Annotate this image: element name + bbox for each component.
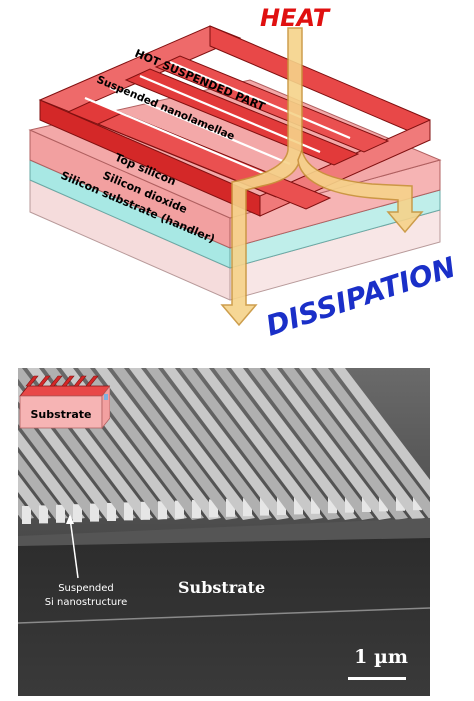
nanobeam-end: [22, 506, 31, 524]
nanobeam-end: [56, 504, 65, 523]
nanobeam-end: [107, 503, 116, 521]
nanobeam: [265, 368, 391, 520]
nanobeam-end: [277, 497, 286, 515]
nanobeam: [18, 452, 68, 520]
nanobeam-end: [175, 500, 184, 519]
nanobeam: [282, 368, 408, 520]
inset-substrate-label: Substrate: [31, 408, 92, 421]
nanobeam: [197, 368, 323, 520]
nanobeam: [316, 368, 430, 520]
nanobeam: [129, 368, 255, 520]
nanobeam: [18, 429, 85, 520]
nanobeam: [231, 368, 357, 520]
nanobeam-end: [39, 505, 48, 524]
suspended-label-line2: Si nanostructure: [44, 597, 128, 608]
nanobeam-end: [345, 494, 354, 513]
sem-micrograph: Suspended Si nanostructure Substrate Sub…: [18, 368, 430, 696]
nanobeam: [112, 368, 238, 520]
nanobeam: [163, 368, 289, 520]
heat-label: HEAT: [260, 4, 331, 32]
nanobeam: [214, 368, 340, 520]
scale-bar: [348, 677, 406, 680]
suspended-nanostructure-label: Suspended Si nanostructure: [34, 582, 138, 610]
nanobeam-end: [311, 495, 320, 514]
nanobeam-end: [328, 495, 337, 514]
nanobeam: [299, 368, 425, 520]
nanobeam-end: [209, 499, 218, 518]
frame-rail-back: [38, 25, 242, 113]
suspended-label-line1: Suspended: [58, 583, 114, 594]
nanobeam: [180, 368, 306, 520]
nanobeam-end: [260, 497, 269, 516]
nanobeam: [146, 368, 272, 520]
nanobeam-end: [141, 501, 150, 520]
nanolamellae: [84, 60, 351, 176]
nanobeam-end: [158, 501, 167, 520]
nanobeam-end: [294, 496, 303, 515]
substrate-label: Substrate: [178, 578, 266, 597]
nanobeam-end: [124, 502, 133, 521]
suspended-nanostructure-schematic: HEAT DISSIPATION HOT SUSPENDED PART Susp…: [28, 4, 460, 343]
heat-flow-arrows: [220, 27, 424, 327]
nanobeam-end: [90, 503, 99, 522]
nanobeam-end: [226, 498, 235, 517]
nanobeam: [95, 368, 221, 520]
nanobeam-end: [243, 498, 252, 517]
inset-schematic: Substrate: [19, 375, 110, 430]
nanobeam-end: [192, 500, 201, 518]
pointer-arrow: [69, 517, 79, 579]
nanobeam: [18, 407, 102, 520]
nanobeam-end: [73, 504, 82, 523]
scale-bar-label: 1 µm: [354, 646, 408, 668]
nanobeam: [248, 368, 374, 520]
